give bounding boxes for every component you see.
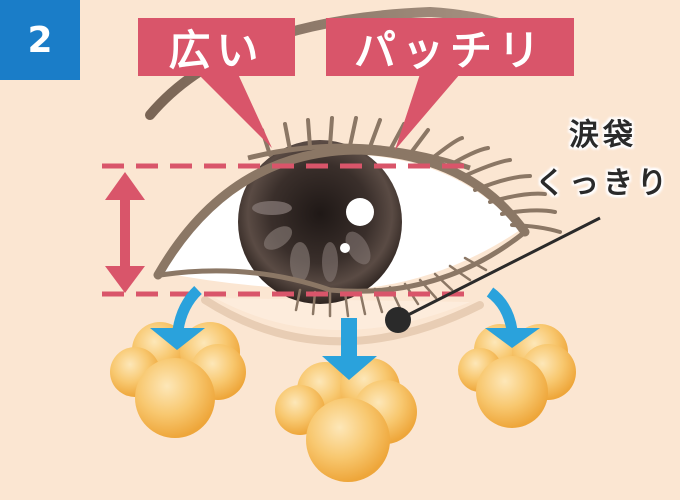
- fat-cluster-left-icon: [110, 322, 246, 438]
- tear-bag-pointer-line: [397, 216, 601, 322]
- tear-bag-label: 涙袋 くっきり: [528, 112, 678, 208]
- iris: [238, 140, 402, 304]
- tear-bag-shadow: [201, 296, 484, 346]
- arrow-curved-down-left-icon: [172, 285, 202, 332]
- upper-lashes: [260, 116, 562, 234]
- callout-pointer-wide: [198, 74, 272, 148]
- tear-bag-label-line1: 涙袋: [569, 118, 637, 153]
- tear-bag-pointer-dot: [385, 307, 411, 333]
- step-number-badge: 2: [0, 0, 80, 80]
- tear-bag-label-line2: くっきり: [535, 166, 671, 201]
- lower-eyelid: [159, 230, 527, 294]
- callout-wide: 広い: [138, 18, 295, 76]
- callout-pointer-pacchiri: [395, 74, 460, 150]
- arrow-straight-down-icon: [322, 318, 377, 380]
- fat-cluster-center-icon: [275, 358, 417, 482]
- arrow-curved-down-right-icon: [486, 287, 518, 332]
- double-arrow-vertical-icon: [105, 172, 145, 293]
- callout-pacchiri: パッチリ: [326, 18, 574, 76]
